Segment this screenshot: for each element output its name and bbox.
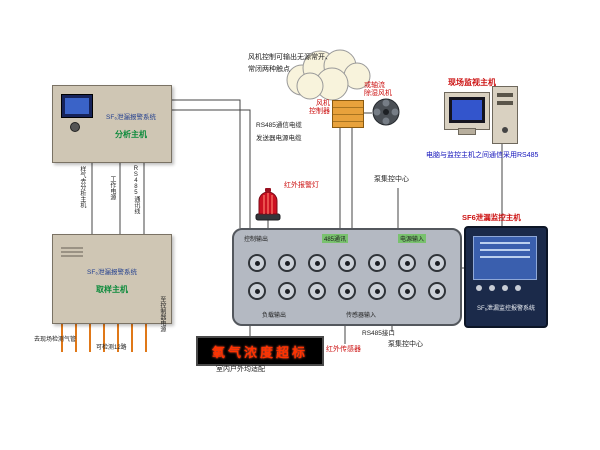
block-label-sensor-in: 传感器输入 [346,313,377,319]
sf6-host-panel-label: SF₆泄漏监控报警系统 [476,306,536,312]
terminal [248,282,266,300]
terminal [308,254,326,272]
pc-tower-icon [492,86,518,144]
rs485-port-label: RS485接口 [362,330,395,337]
terminal [428,282,446,300]
terminal [278,254,296,272]
led-display: 氧气浓度超标 [196,336,324,366]
pump-center-top-label: 泵集控中心 [374,176,409,183]
led-display-caption: 室内户外均适配 [216,366,265,373]
pc-label: 现场监视主机 [448,78,496,87]
led-display-text: 氧气浓度超标 [211,345,308,361]
block-label-power-in: 电源输入 [398,234,427,243]
gas-pipes [61,322,147,352]
pump-center-bottom-label: 泵集控中心 [388,341,423,348]
terminal-row [248,282,446,300]
rs485-cable-label: RS485通信电缆 [256,122,302,129]
analysis-host-title: SF₆泄漏报警系统 [106,114,156,121]
channel-count-label: 可检测12路 [96,345,127,351]
knob-icon [70,122,80,132]
sampling-host-subtitle: 取样主机 [96,285,128,294]
sf6-host-buttons [476,285,536,291]
alarm-light-icon [255,188,281,221]
analysis-host-panel: SF₆泄漏报警系统 分析主机 [52,85,172,163]
fan-label: 或轴流 除湿风机 [364,82,392,98]
fan-controller-box [332,100,364,128]
power-cable-label: 发送器电源电缆 [256,135,302,142]
sf6-host-title: SF6泄漏监控主机 [462,213,521,222]
controller-power-label: 至控制器电源 [158,296,165,332]
block-label-load-out: 负载输出 [262,313,287,319]
ir-sensor-label: 红外传感器 [326,346,361,353]
fan-icon [372,98,400,126]
link-label-sample-gas: 样气去分析主机 [78,166,85,208]
monitor-icon [444,92,490,130]
monitor-stand-icon [458,128,476,135]
link-label-working-power: 工作电源 [108,176,115,200]
vent-grille-icon [61,245,83,259]
terminal [248,254,266,272]
terminal [398,254,416,272]
gas-pipe-label: 去现场检测气管 [34,337,77,343]
terminal-block: 控制输出 485通讯 电源输入 负载输出 传感器输入 [232,228,462,326]
terminal [428,254,446,272]
terminal [398,282,416,300]
terminal [368,282,386,300]
pc-comm-note: 电脑与监控主机之间通信采用RS485 [426,152,539,159]
terminal [308,282,326,300]
terminal [338,254,356,272]
terminal [368,254,386,272]
sampling-host-title: SF₆泄漏报警系统 [87,269,137,276]
sf6-host-screen-icon [473,236,537,280]
sampling-host-panel: SF₆泄漏报警系统 取样主机 [52,234,172,324]
terminal [278,282,296,300]
block-label-control-out: 控制输出 [244,237,269,243]
terminal [338,282,356,300]
analysis-host-subtitle: 分析主机 [115,130,147,139]
sf6-host-panel: SF₆泄漏监控报警系统 [464,226,548,328]
cloud-note-line1: 风机控制可输出无源常开、 [248,54,332,61]
fan-controller-label: 风机 控制器 [309,100,330,116]
alarm-light-label: 红外报警灯 [284,182,319,189]
terminal-row [248,254,446,272]
cloud-note-line2: 常闭两种触点 [248,66,290,73]
lcd-screen-icon [61,94,93,118]
cloud-shape [286,49,371,101]
block-label-485-comm: 485通讯 [322,234,349,243]
link-label-rs485-line: RS485通讯线 [132,166,139,214]
signal-wires [91,99,503,344]
